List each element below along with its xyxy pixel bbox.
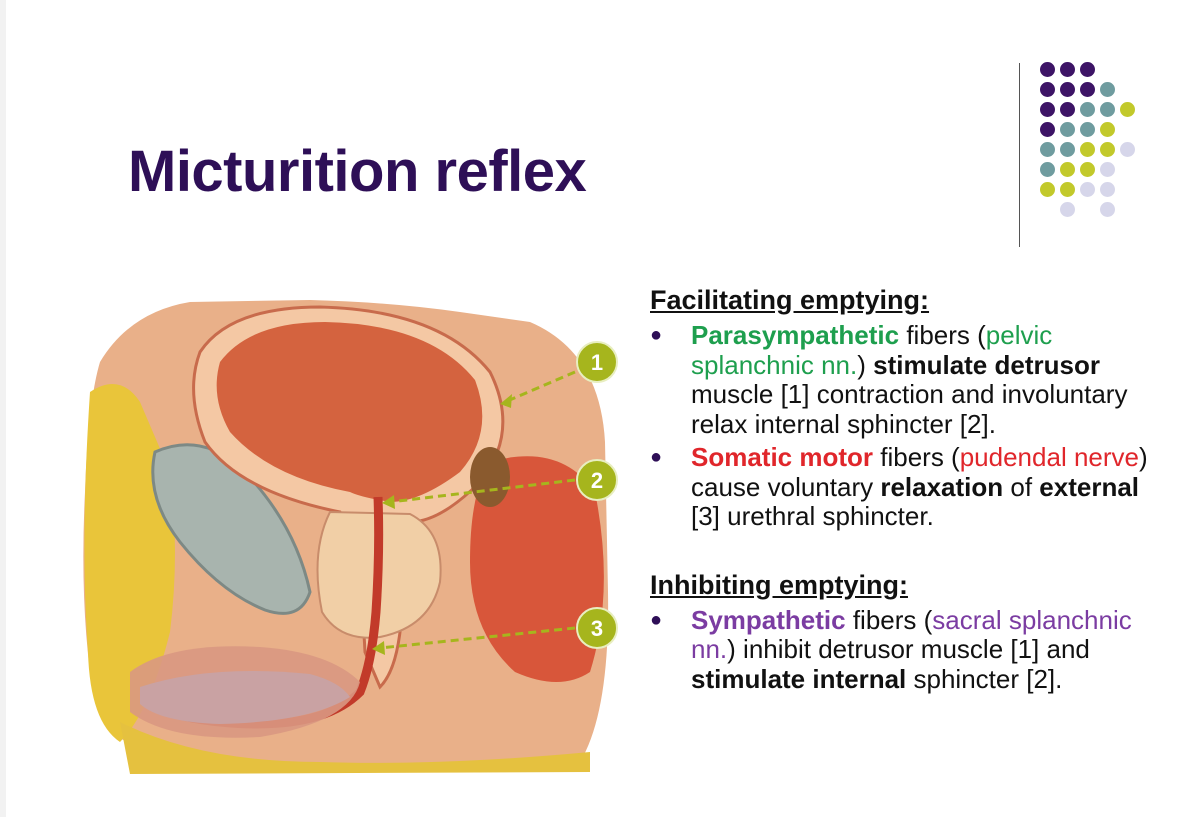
text-segment: fibers (: [899, 320, 986, 350]
decor-dot: [1040, 122, 1055, 137]
callout-arrowhead-1: [500, 394, 512, 408]
decorative-dot-grid: [1040, 62, 1150, 222]
term-parasympathetic: Parasympathetic: [691, 320, 900, 350]
bullet-somatic-motor: ● Somatic motor fibers (pudendal nerve) …: [650, 442, 1170, 532]
text-segment: ): [857, 349, 874, 380]
bold-relaxation: relaxation: [880, 471, 1004, 502]
decor-dot: [1060, 82, 1075, 97]
decor-dot: [1080, 82, 1095, 97]
slide-left-edge: [0, 0, 6, 817]
text-segment: muscle [1] contraction and involuntary r…: [691, 379, 1128, 439]
nerve-sacral-splanchnic: sacral splanchnic nn.: [691, 604, 1132, 664]
decor-dot: [1060, 162, 1075, 177]
term-sympathetic: Sympathetic: [691, 604, 846, 635]
bold-stimulate-detrusor: stimulate detrusor: [873, 349, 1100, 380]
nerve-pudendal: pudendal nerve: [959, 442, 1139, 472]
decor-dot: [1040, 142, 1055, 157]
decor-dot: [1100, 162, 1115, 177]
decor-dot: [1080, 162, 1095, 177]
decor-dot: [1080, 102, 1095, 117]
decor-dot: [1040, 62, 1055, 77]
text-segment: sphincter [2].: [906, 663, 1063, 694]
bullet-dot-icon: ●: [650, 608, 663, 631]
term-somatic-motor: Somatic motor: [691, 442, 874, 472]
bullet-parasympathetic: ● Parasympathetic fibers (pelvic splanch…: [650, 320, 1170, 439]
callout-number-2: 2: [591, 468, 603, 493]
decor-dot: [1040, 102, 1055, 117]
decor-dot: [1060, 142, 1075, 157]
slide-body: Facilitating emptying: ● Parasympathetic…: [650, 283, 1170, 694]
callout-number-3: 3: [591, 616, 603, 641]
decor-dot: [1080, 142, 1095, 157]
bullet-dot-icon: ●: [650, 446, 663, 468]
text-segment: ) inhibit detrusor muscle [1] and: [727, 634, 1090, 664]
bullet-sympathetic: ● Sympathetic fibers (sacral splanchnic …: [650, 604, 1170, 695]
bullet-dot-icon: ●: [650, 324, 663, 346]
decor-dot: [1120, 102, 1135, 117]
text-segment: ) cause voluntary: [691, 442, 1148, 502]
bladder-lumen: [216, 322, 483, 502]
decor-dot: [1120, 142, 1135, 157]
text-segment: of: [1003, 471, 1040, 502]
section-heading-inhibiting: Inhibiting emptying:: [650, 569, 908, 600]
corpus-spongiosum: [140, 670, 350, 724]
slide-title: Micturition reflex: [128, 139, 587, 204]
bold-external: external: [1039, 471, 1140, 502]
decor-dot: [1060, 102, 1075, 117]
seminal-vesicle: [470, 447, 510, 507]
decor-dot: [1040, 162, 1055, 177]
callout-arrowhead-3: [372, 641, 385, 655]
nerve-pelvic-splanchnic: pelvic splanchnic nn.: [691, 320, 1053, 380]
section-heading-facilitating: Facilitating emptying:: [650, 285, 930, 315]
callout-arrow-3: [379, 626, 576, 650]
decor-dot: [1100, 202, 1115, 217]
text-segment: fibers (: [845, 604, 933, 635]
decor-dot: [1040, 182, 1055, 197]
decor-dot: [1100, 142, 1115, 157]
decor-dot: [1100, 122, 1115, 137]
decor-dot: [1080, 62, 1095, 77]
callout-circle-1: [576, 341, 618, 383]
decor-dot: [1100, 102, 1115, 117]
decor-dot: [1080, 182, 1095, 197]
rectum: [470, 456, 604, 682]
text-segment: [3] urethral sphincter.: [691, 501, 934, 531]
decor-dot: [1100, 182, 1115, 197]
pelvic-anatomy-illustration: 1 2 3: [83, 300, 618, 774]
callout-circle-2: [576, 459, 618, 501]
callout-number-1: 1: [591, 350, 603, 375]
decor-dot: [1040, 82, 1055, 97]
decor-dot: [1060, 182, 1075, 197]
decor-dot: [1060, 202, 1075, 217]
fat-tissue-bottom: [120, 722, 590, 774]
decor-dot: [1080, 122, 1095, 137]
decor-dot: [1060, 122, 1075, 137]
decor-dot: [1100, 82, 1115, 97]
decorative-divider-line: [1019, 63, 1020, 247]
callout-arrowhead-2: [382, 495, 395, 509]
text-segment: fibers (: [873, 442, 960, 472]
callout-arrow-2: [389, 478, 576, 504]
decor-dot: [1060, 62, 1075, 77]
bold-stimulate-internal: stimulate internal: [691, 663, 907, 694]
callout-circle-3: [576, 607, 618, 649]
